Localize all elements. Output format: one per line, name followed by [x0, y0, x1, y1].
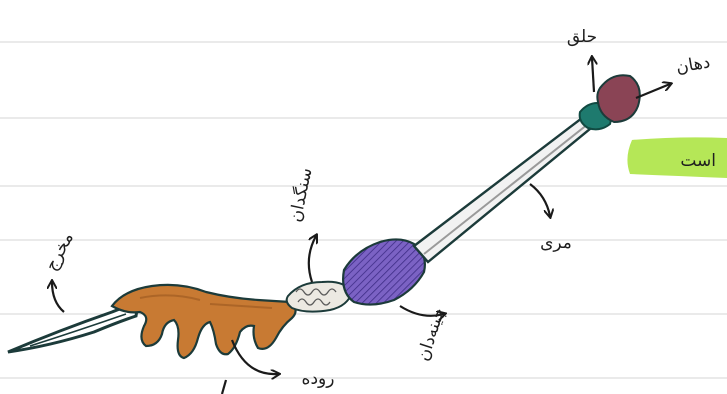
label-cloaca: مخرج — [41, 229, 78, 274]
arrow-esophagus — [530, 184, 550, 216]
arrow-gizzard — [309, 236, 316, 282]
cloaca-shape — [8, 304, 138, 352]
intestine-shape — [112, 285, 296, 358]
label-intestine: روده — [302, 369, 335, 389]
label-pharynx: حلق — [567, 27, 597, 47]
mouth-shape — [597, 75, 639, 122]
label-mouth: دهان — [675, 52, 712, 78]
arrow-pharynx — [592, 58, 594, 92]
arrow-mouth — [636, 84, 670, 98]
crop-shape — [343, 239, 425, 304]
cloaca-inner-line — [30, 314, 126, 346]
label-esophagus: مری — [540, 233, 572, 253]
label-gizzard: سنگدان — [285, 166, 317, 224]
arrow-cloaca — [52, 282, 64, 312]
stray-ink-stroke — [222, 380, 226, 394]
margin-note-text: است — [680, 151, 716, 171]
margin-note: است — [627, 137, 727, 178]
gizzard-shape — [287, 282, 352, 312]
